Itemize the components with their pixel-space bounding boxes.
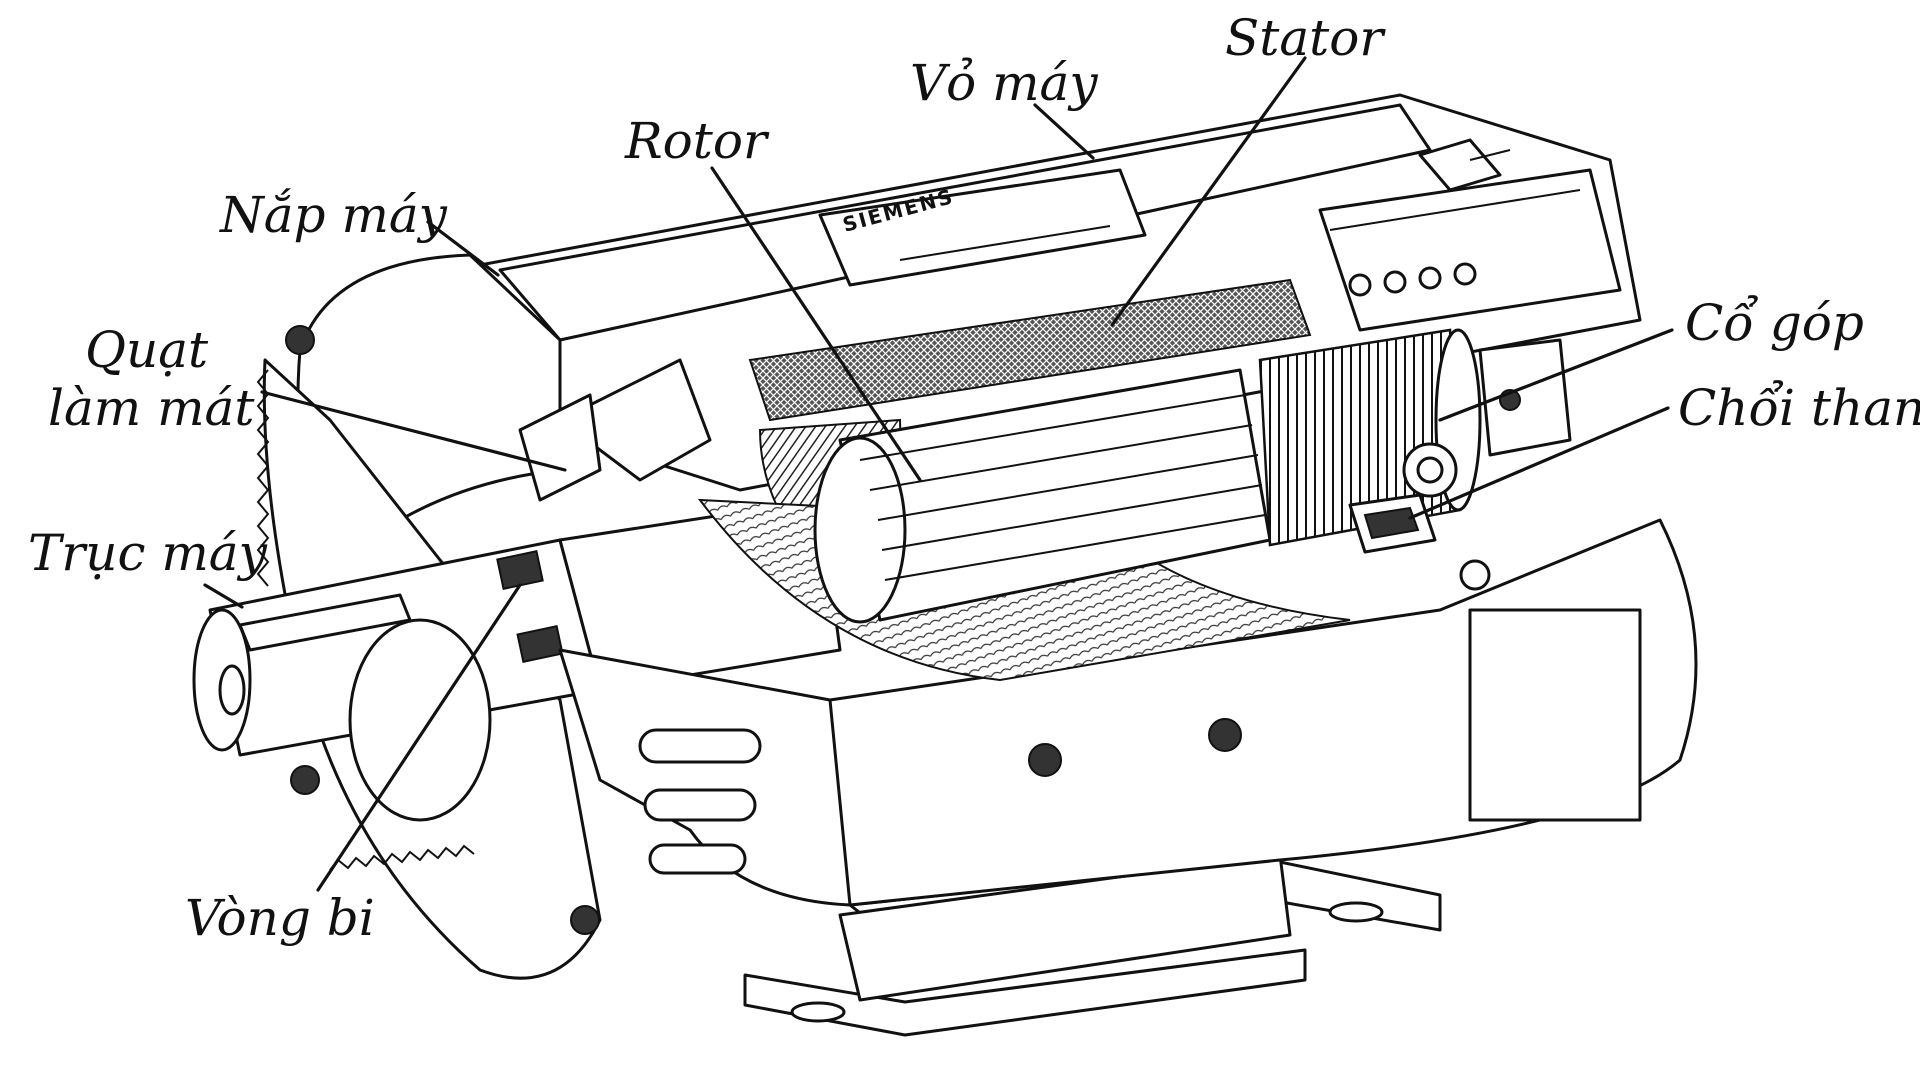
label-quat-line2: làm mát <box>48 379 255 437</box>
leader-rotor <box>710 166 922 482</box>
leader-co-gop <box>1438 328 1674 422</box>
label-quat-line1: Quạt <box>85 321 209 379</box>
leader-nap-may <box>426 220 500 277</box>
label-choi-than: Chổi than <box>1678 379 1920 437</box>
labels: Stator Vỏ máy Rotor Nắp máy Quạt làm mát… <box>28 9 1920 947</box>
label-vong-bi: Vòng bi <box>185 889 375 947</box>
leader-quat <box>260 390 567 472</box>
label-truc-may: Trục máy <box>28 524 268 582</box>
vent-slots-left <box>638 728 762 875</box>
leader-vong-bi <box>316 583 522 892</box>
lower-housing <box>558 518 1698 907</box>
bearing <box>496 549 564 664</box>
rotor <box>813 368 1272 624</box>
leader-lines <box>203 56 1674 892</box>
label-co-gop: Cổ góp <box>1685 294 1864 352</box>
label-vo-may: Vỏ máy <box>910 54 1098 112</box>
leader-stator <box>1110 56 1307 327</box>
terminal-box <box>1318 138 1622 332</box>
vent-grille-right <box>1468 608 1642 822</box>
label-stator: Stator <box>1225 9 1386 67</box>
leader-truc-may <box>203 583 244 609</box>
motor-drawing: SIEMENS <box>192 93 1698 1037</box>
label-nap-may: Nắp máy <box>219 186 448 244</box>
leader-choi-than <box>1408 406 1670 520</box>
motor-base-feet <box>743 853 1442 1037</box>
brush-holder <box>1348 338 1572 591</box>
leader-vo-may <box>1033 103 1095 160</box>
label-rotor: Rotor <box>624 112 770 170</box>
